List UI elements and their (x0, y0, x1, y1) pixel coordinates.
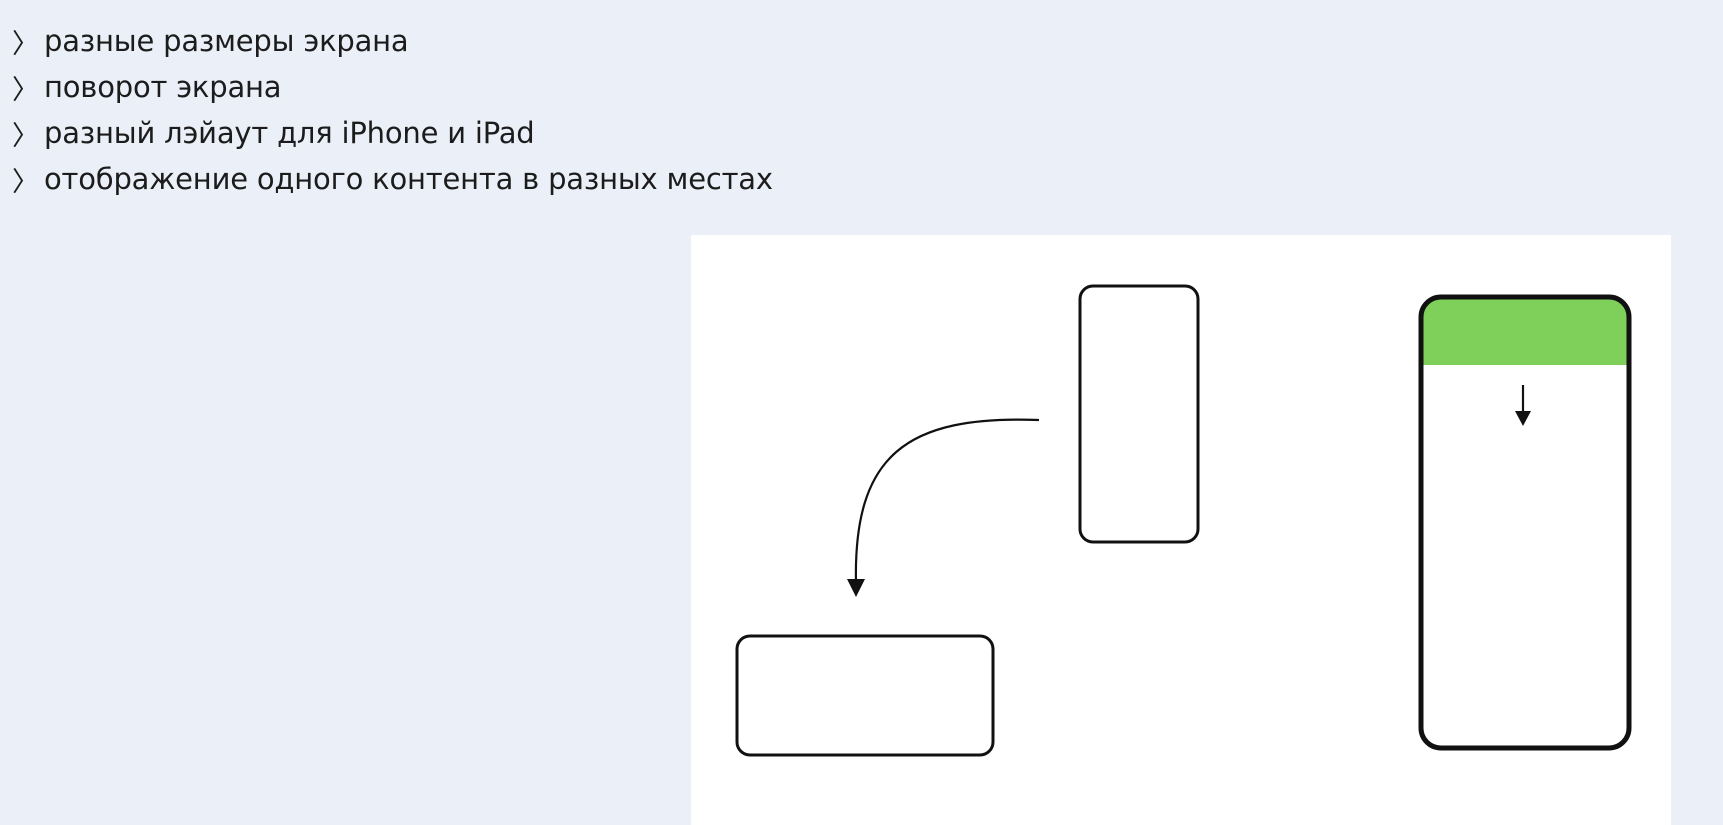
bullet-item: 〉 разные размеры экрана (12, 18, 773, 64)
bullet-item: 〉 разный лэйаут для iPhone и iPad (12, 110, 773, 156)
chevron-right-icon: 〉 (12, 166, 39, 198)
rotate-arrow-icon (847, 418, 1040, 597)
chevron-right-icon: 〉 (12, 28, 39, 60)
tall-phone-icon (1418, 294, 1632, 751)
chevron-right-icon: 〉 (12, 74, 39, 106)
bullet-text: отображение одного контента в разных мес… (44, 162, 773, 196)
device-illustration (691, 235, 1671, 825)
down-arrow-icon (1515, 385, 1531, 426)
chevron-right-icon: 〉 (12, 120, 39, 152)
illustration-canvas (735, 284, 1632, 757)
bullet-text: разные размеры экрана (44, 24, 409, 58)
bullet-text: разный лэйаут для iPhone и iPad (44, 116, 535, 150)
phone-portrait-icon (1078, 284, 1200, 544)
bullet-item: 〉 поворот экрана (12, 64, 773, 110)
green-header-bar (1421, 297, 1629, 365)
bullet-item: 〉 отображение одного контента в разных м… (12, 156, 773, 202)
bullet-text: поворот экрана (44, 70, 282, 104)
bullet-list: 〉 разные размеры экрана 〉 поворот экрана… (12, 18, 773, 202)
phone-landscape-icon (735, 634, 995, 757)
